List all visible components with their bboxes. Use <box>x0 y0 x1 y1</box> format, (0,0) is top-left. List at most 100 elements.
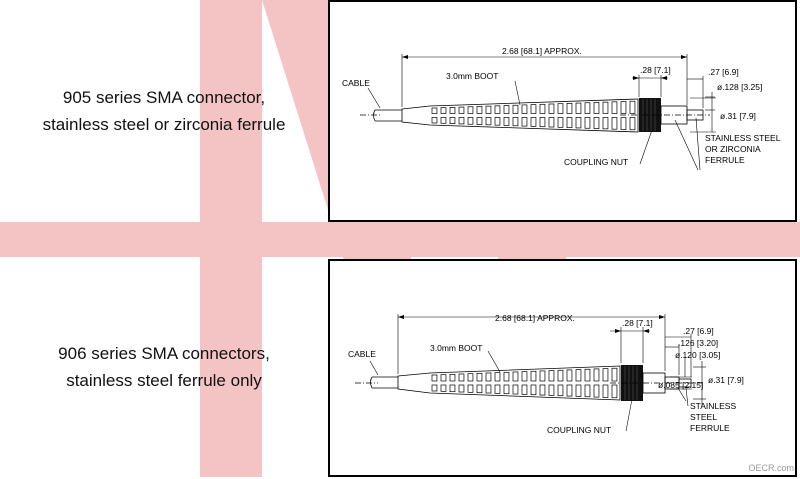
boot-rib <box>530 370 537 382</box>
boot-rib <box>467 117 474 125</box>
boot-rib <box>512 104 519 114</box>
overall-length-label: 2.68 [68.1] APPROX. <box>502 46 582 56</box>
boot-rib <box>476 117 483 125</box>
boot-rib <box>557 103 564 114</box>
nut-length-label: .28 [7.1] <box>640 65 671 75</box>
boot-rib <box>458 373 465 382</box>
boot-rib <box>593 117 600 129</box>
boot-rib <box>494 384 501 394</box>
boot-rib <box>629 100 636 114</box>
boot-rib <box>593 368 600 382</box>
boot-rib <box>512 371 519 382</box>
boot-rib <box>584 384 591 398</box>
boot-rib <box>566 369 573 382</box>
nut-length-label: .28 [7.1] <box>622 318 653 328</box>
boot-rib <box>485 117 492 126</box>
boot-rib <box>566 384 573 397</box>
description-line-2: stainless steel ferrule only <box>66 371 262 390</box>
ferrule-note-line-3: FERRULE <box>705 155 745 165</box>
boot-rib <box>593 102 600 114</box>
boot-rib <box>602 368 609 382</box>
connector-905-description: 905 series SMA connector, stainless stee… <box>0 0 328 222</box>
boot-rib <box>512 117 519 127</box>
connector-906-description: 906 series SMA connectors, stainless ste… <box>0 257 328 477</box>
boot-rib <box>467 373 474 382</box>
boot-rib <box>593 384 600 398</box>
boot-rib <box>503 371 510 382</box>
boot-rib <box>440 117 447 124</box>
ferrule <box>620 105 710 125</box>
boot-rib <box>548 370 555 382</box>
boot-rib <box>566 117 573 128</box>
ferrule-note-line-1: STAINLESS <box>690 401 736 411</box>
tip-length-label: .27 [6.9] <box>683 326 714 336</box>
coupling-nut-label: COUPLING NUT <box>564 157 628 167</box>
boot-rib <box>485 372 492 382</box>
cable-label: CABLE <box>342 78 370 88</box>
boot-rib <box>431 374 438 382</box>
body-diameter-label: ø.31 [7.9] <box>708 375 744 385</box>
ferrule-diameter-label: ø.128 [3.25] <box>717 82 762 92</box>
boot-rib <box>476 372 483 382</box>
description-line-1: 905 series SMA connector, <box>62 88 266 107</box>
boot-rib <box>476 106 483 114</box>
boot-rib <box>548 103 555 114</box>
boot-rib <box>539 370 546 382</box>
boot-rib <box>521 371 528 382</box>
boot-rib <box>530 384 537 396</box>
boot-rib <box>503 117 510 126</box>
boot-rib <box>575 384 582 397</box>
boot-rib <box>440 107 447 114</box>
boot-rib <box>539 117 546 128</box>
overall-length-label: 2.68 [68.1] APPROX. <box>495 313 575 323</box>
boot-rib <box>557 117 564 128</box>
boot-rib <box>539 384 546 396</box>
ferrule-note-line-2: STEEL <box>690 412 717 422</box>
boot-rib <box>584 368 591 382</box>
ferrule-note-line-2: OR ZIRCONIA <box>705 144 761 154</box>
boot-rib <box>467 106 474 114</box>
boot-rib <box>584 102 591 114</box>
boot-rib <box>611 117 618 130</box>
boot-rib <box>539 103 546 114</box>
boot-rib <box>503 105 510 114</box>
body-diameter-label: ø.31 [7.9] <box>720 111 756 121</box>
connector-905-drawing: 2.68 [68.1] APPROX. CABLE 3.0mm BOOT .28… <box>342 46 781 171</box>
boot-label: 3.0mm BOOT <box>430 343 482 353</box>
boot-rib <box>620 101 627 114</box>
boot-rib <box>440 384 447 392</box>
boot-rib <box>611 384 618 399</box>
boot-rib <box>449 117 456 124</box>
coupling-nut-label: COUPLING NUT <box>547 425 611 435</box>
connector-906-row: 906 series SMA connectors, stainless ste… <box>0 257 800 477</box>
boot-rib <box>449 373 456 382</box>
boot-rib <box>521 104 528 114</box>
boot-label: 3.0mm BOOT <box>446 71 498 81</box>
boot-rib <box>440 374 447 382</box>
boot-rib <box>602 117 609 130</box>
boot-rib <box>458 106 465 114</box>
boot-rib <box>611 367 618 382</box>
boot-rib <box>494 105 501 114</box>
boot-rib <box>485 105 492 114</box>
boot-rib <box>467 384 474 393</box>
cable <box>355 376 398 389</box>
connector-905-row: 905 series SMA connector, stainless stee… <box>0 0 800 222</box>
boot-rib <box>530 104 537 114</box>
boot-rib <box>602 384 609 398</box>
boot-rib <box>512 384 519 395</box>
boot-rib <box>557 384 564 397</box>
connector-906-drawing: 2.68 [68.1] APPROX. CABLE 3.0mm BOOT .28… <box>348 313 744 435</box>
ferrule-diameter-label: ø.085 [2.15] <box>658 380 703 390</box>
boot-rib <box>494 372 501 382</box>
connector-906-drawing-panel: 2.68 [68.1] APPROX. CABLE 3.0mm BOOT .28… <box>328 259 797 477</box>
boot-rib <box>521 384 528 395</box>
boot-rib <box>629 117 636 131</box>
boot-rib <box>431 384 438 392</box>
boot-rib <box>575 102 582 114</box>
description-line-1: 906 series SMA connectors, <box>58 344 270 363</box>
boot-rib <box>530 117 537 127</box>
connector-905-drawing-panel: 2.68 [68.1] APPROX. CABLE 3.0mm BOOT .28… <box>328 0 797 222</box>
boot-rib <box>575 369 582 382</box>
boot-rib <box>584 117 591 129</box>
